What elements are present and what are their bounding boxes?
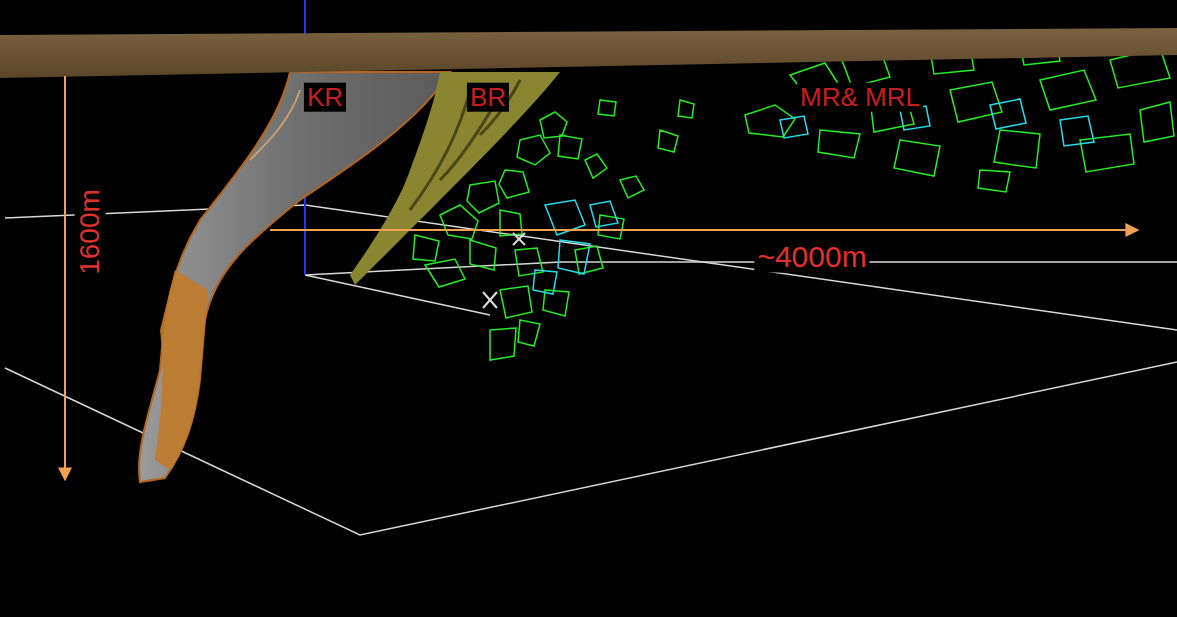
plane-outline [5,205,1177,535]
kr-lower-zone [155,270,208,470]
dimension-arrow [270,229,1138,231]
dimension-label: ~4000m [754,240,869,273]
dimension-arrow [64,76,66,480]
orebody-label: MR& MRL [797,83,923,112]
stope-wireframe [533,200,618,294]
surface-band [0,28,1177,78]
kr-streak [250,90,300,160]
br-orebody [350,72,560,285]
dimension-label: 1600m [75,186,106,278]
x-mark [483,233,525,308]
orebody-label: BR [467,83,509,112]
kr-orebody [139,72,450,482]
orebody-label: KR [304,83,346,112]
